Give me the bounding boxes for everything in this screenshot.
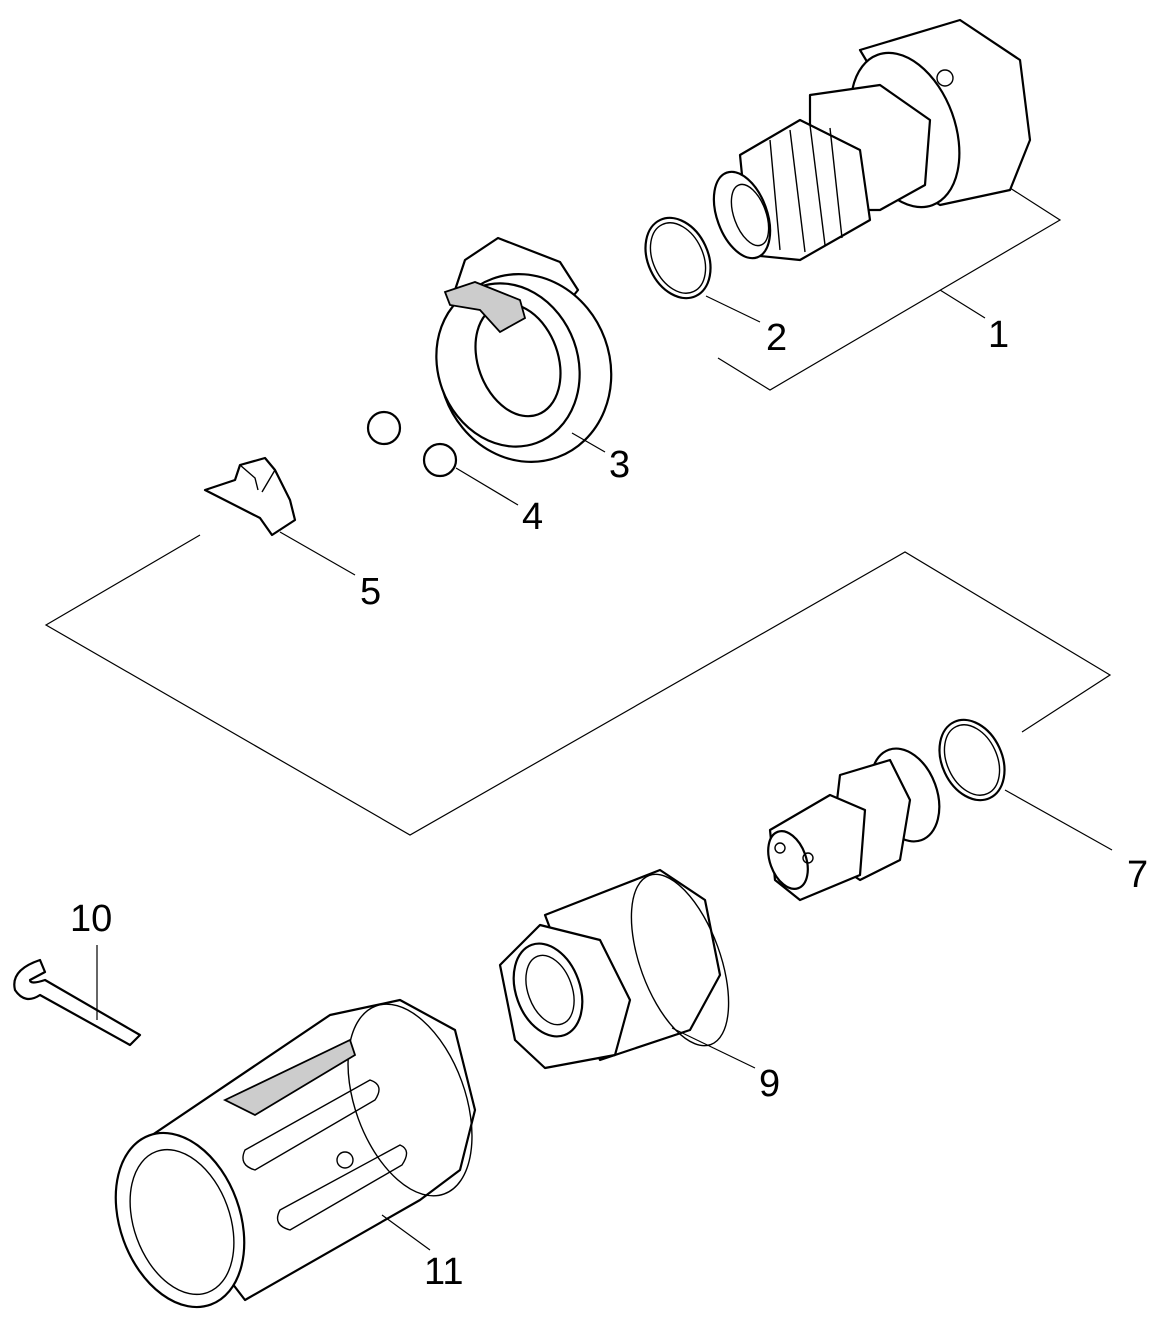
- part-10-pin: [13, 958, 142, 1047]
- part-11-nozzle-cap: [114, 998, 477, 1309]
- part-2-o-ring: [644, 216, 712, 300]
- part-8-nozzle-insert: [767, 747, 941, 902]
- label-part-2: 2: [766, 317, 787, 359]
- part-4-balls: [366, 410, 458, 478]
- label-part-10: 10: [70, 898, 112, 940]
- label-part-9: 9: [759, 1063, 780, 1105]
- label-part-11: 11: [424, 1251, 463, 1293]
- label-part-7: 7: [1127, 854, 1148, 896]
- group-bracket-1: [717, 187, 1062, 391]
- label-part-5: 5: [360, 571, 381, 613]
- label-part-1: 1: [988, 314, 1009, 356]
- part-7-o-ring: [938, 718, 1006, 802]
- label-part-4: 4: [522, 496, 543, 538]
- label-part-3: 3: [609, 444, 630, 486]
- group-bracket-2: [44, 534, 1112, 836]
- leader-lines: [96, 289, 1113, 1251]
- part-9-hex-sleeve: [498, 868, 730, 1070]
- part-5-clip: [203, 456, 297, 537]
- part-3-locking-ring: [435, 236, 613, 463]
- part-1-connector: [712, 18, 1032, 262]
